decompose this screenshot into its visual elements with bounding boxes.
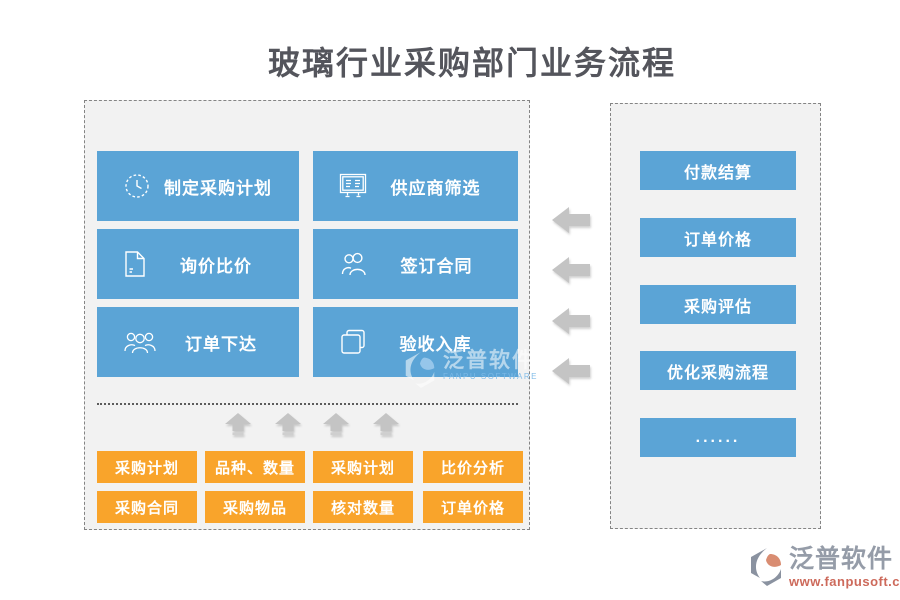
left-arrow-icon — [552, 207, 590, 233]
up-arrow-icon — [225, 413, 251, 435]
footer-logo-url: www.fanpusoft.com — [789, 574, 900, 589]
process-box-order-issue: 订单下达 — [97, 307, 299, 377]
left-arrow-icon — [552, 257, 590, 283]
result-box: ...... — [640, 418, 796, 457]
process-panel: 制定采购计划 供应商筛选 询 — [84, 100, 530, 530]
process-box-inspect-warehouse: 验收入库 — [313, 307, 518, 377]
list-board-icon — [339, 173, 367, 199]
left-arrow-icon — [552, 308, 590, 334]
result-box: 订单价格 — [640, 218, 796, 257]
detail-box: 比价分析 — [423, 451, 523, 483]
detail-box: 订单价格 — [423, 491, 523, 523]
up-arrow-icon — [275, 413, 301, 435]
detail-box: 采购计划 — [313, 451, 413, 483]
page-title: 玻璃行业采购部门业务流程 — [267, 45, 676, 81]
three-people-icon — [123, 329, 157, 355]
up-arrow-icon — [373, 413, 399, 435]
two-people-icon — [339, 251, 369, 277]
clock-icon — [123, 172, 151, 200]
footer-logo: 泛普软件 www.fanpusoft.com — [746, 546, 900, 589]
process-box-make-plan: 制定采购计划 — [97, 151, 299, 221]
up-arrow-icon — [323, 413, 349, 435]
process-box-label: 订单下达 — [185, 334, 257, 354]
process-box-label: 制定采购计划 — [164, 178, 272, 198]
result-box: 优化采购流程 — [640, 351, 796, 390]
result-box: 采购评估 — [640, 285, 796, 324]
process-box-sign-contract: 签订合同 — [313, 229, 518, 299]
process-box-inquiry-compare: 询价比价 — [97, 229, 299, 299]
fanpu-logo-icon — [751, 548, 781, 586]
detail-box: 品种、数量 — [205, 451, 305, 483]
left-arrow-icon — [552, 358, 590, 384]
copy-docs-icon — [339, 328, 367, 356]
process-box-label: 验收入库 — [399, 334, 472, 354]
detail-box: 采购物品 — [205, 491, 305, 523]
process-box-label: 询价比价 — [180, 256, 252, 276]
document-icon — [123, 250, 147, 278]
process-box-supplier-screening: 供应商筛选 — [313, 151, 518, 221]
result-box: 付款结算 — [640, 151, 796, 190]
detail-box: 采购计划 — [97, 451, 197, 483]
detail-box: 核对数量 — [313, 491, 413, 523]
result-panel: 付款结算 订单价格 采购评估 优化采购流程 ...... — [610, 103, 821, 529]
footer-logo-text: 泛普软件 — [789, 545, 894, 573]
process-box-label: 签订合同 — [400, 256, 473, 276]
process-box-label: 供应商筛选 — [390, 178, 481, 198]
detail-box: 采购合同 — [97, 491, 197, 523]
dotted-divider — [97, 403, 518, 405]
